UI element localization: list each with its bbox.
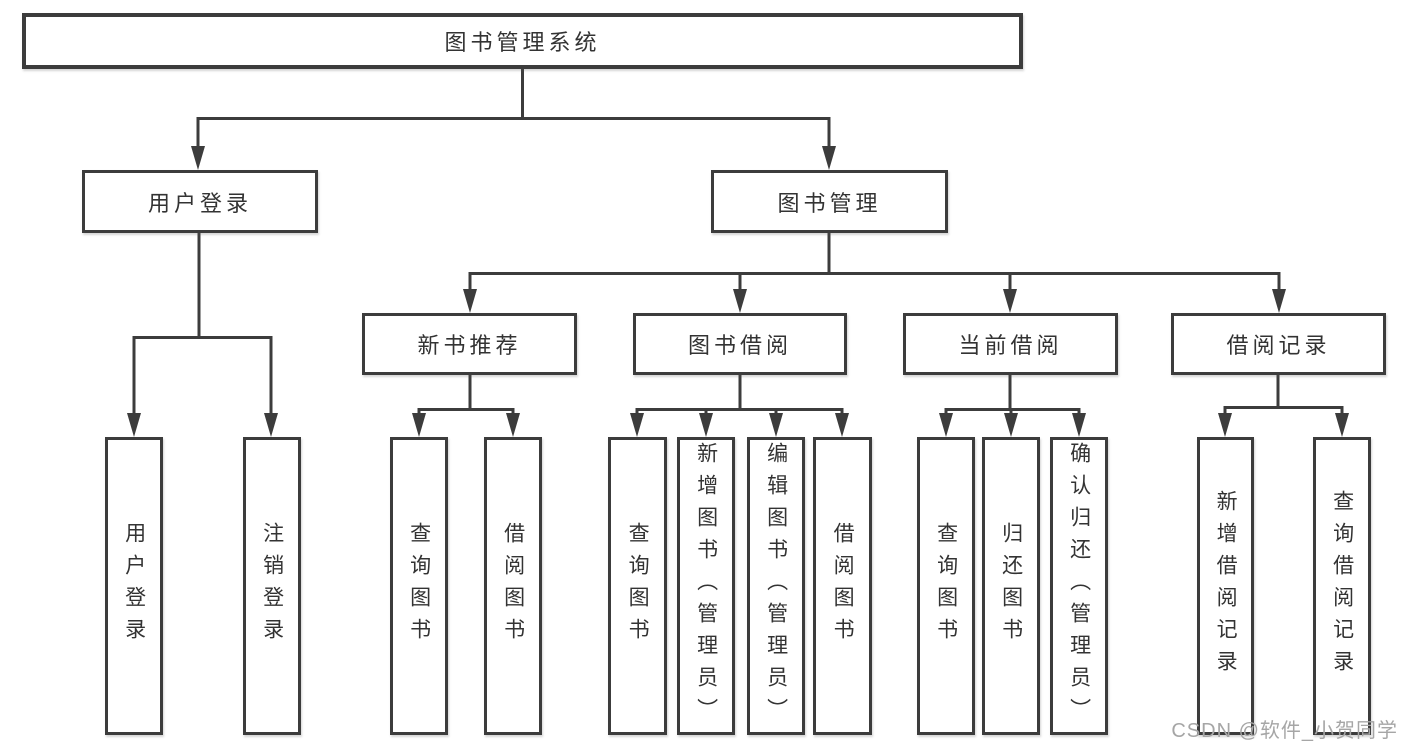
node-book-borrow-label: 图书借阅 [687, 333, 792, 358]
leaf-confirm-return-admin: 确认归还（管理员） [1050, 437, 1108, 735]
node-new-book-recommend: 新书推荐 [362, 313, 577, 375]
leaf-add-borrow-record-label: 新增借阅记录 [1214, 490, 1238, 682]
connector-root-to-level2 [191, 69, 836, 170]
leaf-add-books-admin: 新增图书（管理员） [677, 437, 735, 735]
leaf-logout-login: 注销登录 [243, 437, 301, 735]
leaf-query-books-borrow-label: 查询图书 [626, 522, 650, 650]
leaf-add-borrow-record: 新增借阅记录 [1197, 437, 1254, 735]
leaf-return-books: 归还图书 [982, 437, 1040, 735]
leaf-borrow-books-recommend-label: 借阅图书 [501, 522, 525, 650]
node-borrow-records: 借阅记录 [1171, 313, 1386, 375]
connector-records-to-leaves [1218, 375, 1349, 437]
connector-bookmgmt-to-level3 [463, 232, 1286, 313]
node-library-management-system: 图书管理系统 [22, 13, 1023, 69]
leaf-query-borrow-record: 查询借阅记录 [1313, 437, 1371, 735]
connector-userlogin-to-leaves [127, 233, 278, 437]
leaf-user-login-label: 用户登录 [122, 522, 146, 650]
leaf-query-books-borrow: 查询图书 [608, 437, 667, 735]
connector-borrow-to-leaves [630, 375, 849, 437]
leaf-query-books-recommend-label: 查询图书 [407, 522, 431, 650]
node-borrow-records-label: 借阅记录 [1226, 333, 1331, 358]
leaf-query-borrow-record-label: 查询借阅记录 [1330, 490, 1354, 682]
leaf-edit-books-admin-label: 编辑图书（管理员） [764, 442, 788, 730]
leaf-return-books-label: 归还图书 [999, 522, 1023, 650]
leaf-add-books-admin-label: 新增图书（管理员） [694, 442, 718, 730]
leaf-query-books-current-label: 查询图书 [934, 522, 958, 650]
node-library-management-system-label: 图书管理系统 [444, 30, 601, 55]
leaf-borrow-books-recommend: 借阅图书 [484, 437, 542, 735]
connector-current-to-leaves [939, 375, 1086, 437]
leaf-query-books-recommend: 查询图书 [390, 437, 448, 735]
leaf-confirm-return-admin-label: 确认归还（管理员） [1067, 442, 1091, 730]
node-current-borrow-label: 当前借阅 [958, 333, 1063, 358]
node-current-borrow: 当前借阅 [903, 313, 1118, 375]
leaf-query-books-current: 查询图书 [917, 437, 975, 735]
node-new-book-recommend-label: 新书推荐 [417, 333, 522, 358]
leaf-user-login: 用户登录 [105, 437, 163, 735]
node-book-management: 图书管理 [711, 170, 948, 233]
leaf-edit-books-admin: 编辑图书（管理员） [747, 437, 805, 735]
node-user-login-label: 用户登录 [147, 190, 252, 216]
node-book-management-label: 图书管理 [777, 190, 882, 216]
leaf-borrow-books-borrow-label: 借阅图书 [831, 522, 855, 650]
connector-recommend-to-leaves [412, 375, 520, 437]
node-book-borrow: 图书借阅 [633, 313, 847, 375]
watermark: CSDN @软件_小贺同学 [1171, 720, 1398, 742]
node-user-login: 用户登录 [82, 170, 318, 233]
leaf-logout-login-label: 注销登录 [260, 522, 284, 650]
leaf-borrow-books-borrow: 借阅图书 [813, 437, 872, 735]
